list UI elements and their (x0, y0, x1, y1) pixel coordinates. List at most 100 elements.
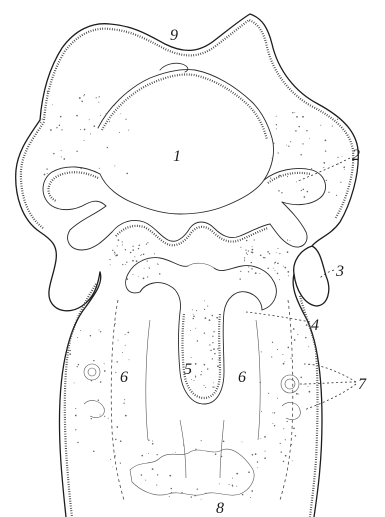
stipple-dot (244, 257, 245, 258)
stipple-dot (285, 439, 286, 440)
stipple-dot (251, 262, 252, 263)
stipple-dot (46, 168, 47, 169)
stipple-dot (204, 364, 206, 366)
stipple-dot (325, 150, 326, 151)
stipple-dot (78, 364, 79, 365)
stipple-dot (114, 165, 115, 166)
stipple-dot (267, 267, 269, 269)
stipple-dot (244, 260, 245, 261)
stipple-dot (282, 354, 283, 355)
stipple-dot (140, 255, 141, 256)
stipple-dot (100, 331, 101, 332)
stipple-dot (328, 192, 329, 193)
stipple-dot (221, 456, 223, 458)
stipple-dot (337, 157, 338, 158)
stipple-dot (207, 368, 209, 370)
stipple-dot (143, 254, 145, 256)
stipple-dot (128, 130, 129, 131)
stipple-dot (332, 126, 333, 127)
stipple-dot (47, 173, 48, 174)
stipple-dot (125, 264, 126, 265)
stipple-dot (272, 423, 273, 424)
stipple-dot (250, 497, 251, 498)
stipple-dot (193, 318, 195, 320)
label-7: 7 (358, 376, 367, 393)
stipple-dot (260, 255, 262, 257)
stipple-dot (53, 153, 55, 155)
stipple-dot (248, 471, 250, 473)
stipple-dot (306, 130, 307, 131)
stipple-dot (283, 428, 284, 429)
stipple-dot (201, 371, 202, 372)
stipple-dot (139, 245, 141, 247)
stipple-dot (181, 492, 183, 494)
stipple-dot (257, 461, 259, 463)
stipple-dot (323, 162, 325, 164)
stipple-dot (100, 414, 101, 415)
stipple-dot (337, 119, 338, 120)
stipple-dot (239, 278, 240, 279)
stipple-dot (277, 263, 279, 265)
label-2: 2 (352, 147, 360, 164)
stipple-dot (285, 455, 287, 457)
stipple-dot (125, 415, 127, 417)
stipple-dot (125, 334, 126, 335)
stipple-dot (156, 485, 157, 486)
stipple-dot (305, 337, 307, 339)
stipple-dot (75, 415, 77, 417)
stipple-dot (248, 488, 249, 489)
stipple-dot (212, 358, 213, 359)
stipple-dot (255, 272, 257, 274)
stipple-dot (204, 300, 205, 301)
stipple-dot (326, 180, 327, 181)
stipple-dot (112, 250, 113, 251)
stipple-dot (108, 418, 109, 419)
stipple-dot (274, 425, 275, 426)
stipple-dot (300, 154, 302, 156)
stipple-dot (110, 459, 111, 460)
stipple-dot (80, 168, 81, 169)
stipple-dot (115, 439, 117, 441)
stipple-dot (154, 253, 155, 254)
stipple-dot (84, 129, 86, 131)
stipple-dot (278, 190, 279, 191)
label-6-left: 6 (120, 369, 128, 386)
stipple-dot (284, 267, 286, 269)
stipple-dot (115, 253, 116, 254)
stipple-dot (110, 264, 111, 265)
stipple-dot (149, 267, 150, 268)
stipple-dot (252, 252, 254, 254)
stipple-dot (192, 309, 193, 310)
stipple-dot (264, 257, 265, 258)
stipple-dot (267, 251, 269, 253)
stipple-dot (83, 95, 84, 96)
stipple-dot (195, 376, 196, 377)
stipple-dot (171, 492, 173, 494)
stipple-dot (296, 116, 298, 118)
stipple-dot (61, 129, 62, 130)
stipple-dot (290, 358, 291, 359)
stipple-dot (141, 474, 143, 476)
stipple-dot (287, 176, 288, 177)
stipple-dot (191, 379, 192, 380)
label-3: 3 (335, 263, 344, 280)
stipple-dot (265, 451, 266, 452)
stipple-dot (153, 257, 154, 258)
stipple-dot (338, 163, 339, 164)
stipple-dot (248, 271, 249, 272)
stipple-dot (84, 94, 85, 95)
stipple-dot (218, 360, 219, 361)
stipple-dot (114, 254, 115, 255)
stipple-dot (210, 350, 212, 352)
stipple-dot (94, 125, 96, 127)
stipple-dot (284, 361, 285, 362)
figure-labels: 9 1 2 3 4 5 6 6 7 8 (120, 27, 367, 517)
stipple-dot (193, 316, 195, 318)
stipple-dot (212, 342, 213, 343)
stipple-dot (279, 253, 280, 254)
label-5: 5 (184, 361, 192, 378)
stipple-dot (279, 175, 281, 177)
leader-lines (246, 158, 356, 410)
stipple-dot (246, 252, 247, 253)
stipple-dot (301, 190, 302, 191)
